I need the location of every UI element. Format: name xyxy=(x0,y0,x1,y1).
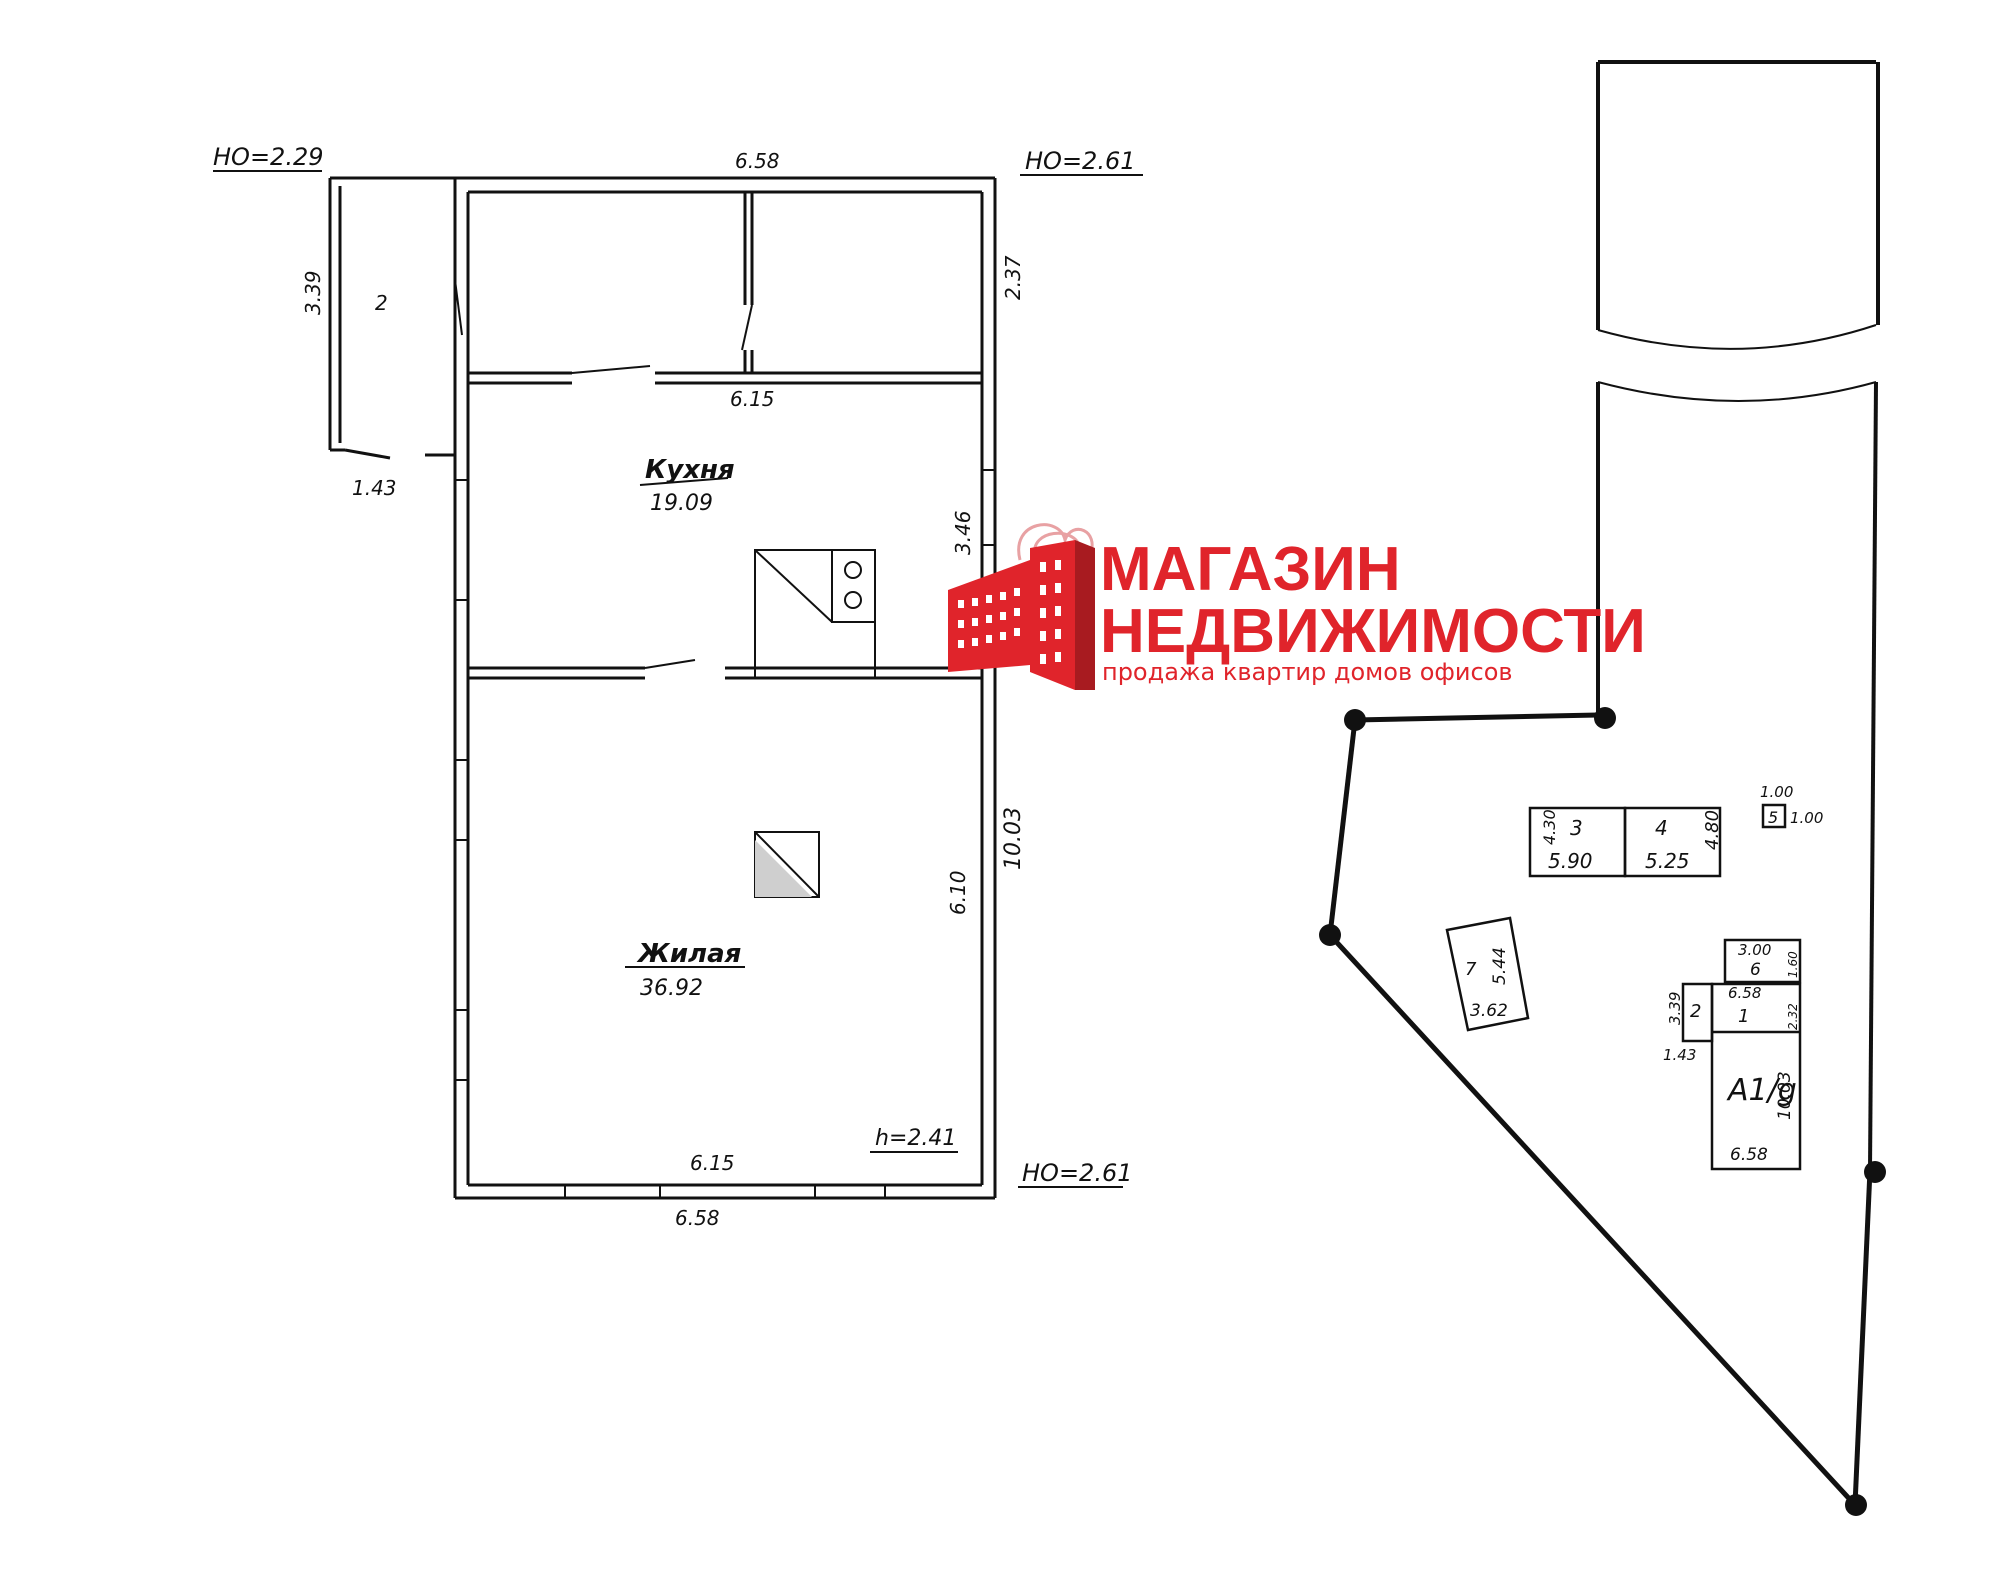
porch-walls xyxy=(328,176,455,460)
dim-living-right-inner: 6.10 xyxy=(946,870,970,915)
chimney xyxy=(754,831,820,898)
room-living-area: 36.92 xyxy=(640,976,703,1001)
room-kitchen-area: 19.09 xyxy=(650,491,713,516)
ceiling-height: h=2.41 xyxy=(875,1126,956,1151)
b5-number: 5 xyxy=(1768,808,1778,827)
house-label: А1/g xyxy=(1726,1073,1797,1108)
boundary-points xyxy=(1319,707,1886,1516)
level-bottom-right: НО=2.61 xyxy=(1022,1159,1132,1187)
level-leaders xyxy=(213,170,1143,1188)
room-living-name: Жилая xyxy=(636,939,741,969)
b6-top: 3.00 xyxy=(1738,941,1771,959)
porch-number: 2 xyxy=(375,291,388,315)
b6-side: 1.60 xyxy=(1786,951,1800,978)
house-number-1: 1 xyxy=(1738,1006,1749,1027)
porch-site-width: 1.43 xyxy=(1663,1046,1696,1064)
building-4 xyxy=(1623,806,1722,878)
road-break xyxy=(1597,324,1877,402)
doors xyxy=(454,279,753,669)
logo-windows xyxy=(958,560,1061,664)
main-house xyxy=(1710,982,1802,1171)
building-7 xyxy=(1445,916,1530,1032)
dim-kitchen-right: 3.46 xyxy=(951,510,975,555)
building-6 xyxy=(1723,938,1802,984)
dim-porch-height: 3.39 xyxy=(301,270,325,315)
interior-walls xyxy=(468,192,982,680)
floor-plan xyxy=(213,170,1143,1200)
b5-side: 1.00 xyxy=(1790,809,1823,827)
house-bottom: 6.58 xyxy=(1730,1145,1768,1165)
b4-number: 4 xyxy=(1655,816,1668,840)
outbuildings xyxy=(1445,803,1802,1171)
b5-top: 1.00 xyxy=(1760,783,1793,801)
house-length: 10.03 xyxy=(1775,1071,1795,1120)
b4-height: 4.80 xyxy=(1702,810,1723,850)
logo-line-1: МАГАЗИН xyxy=(1100,535,1401,604)
dim-kitchen-wall: 6.15 xyxy=(730,387,775,411)
dim-top-width: 6.58 xyxy=(735,149,780,173)
logo-tagline: продажа квартир домов офисов xyxy=(1102,658,1513,686)
dim-right-upper: 2.37 xyxy=(1001,255,1025,300)
house-top: 6.58 xyxy=(1728,984,1761,1002)
dim-total-right: 10.03 xyxy=(1001,807,1026,870)
plot-boundary xyxy=(1327,712,1873,1507)
dim-bottom-width: 6.58 xyxy=(675,1206,720,1230)
outer-walls xyxy=(453,176,997,1200)
building-logo-icon xyxy=(948,523,1095,690)
dim-living-bottom-inner: 6.15 xyxy=(690,1151,735,1175)
b3-width: 5.90 xyxy=(1548,849,1593,873)
house-upper-side: 2.32 xyxy=(1786,1003,1800,1030)
porch-site xyxy=(1681,982,1714,1043)
b7-width: 3.62 xyxy=(1470,1001,1508,1021)
porch-site-height: 3.39 xyxy=(1666,992,1684,1025)
windows xyxy=(455,469,995,1198)
b3-height: 4.30 xyxy=(1540,809,1559,845)
level-top-right: НО=2.61 xyxy=(1025,147,1135,175)
site-plan-labels: 3 4.30 5.90 4 5.25 4.80 5 1.00 1.00 7 5.… xyxy=(1465,783,1823,1165)
floor-plan-labels: НО=2.29 НО=2.61 НО=2.61 6.58 3.39 2 1.43… xyxy=(213,143,1135,1230)
logo-line-2: НЕДВИЖИМОСТИ xyxy=(1100,597,1646,666)
b7-number: 7 xyxy=(1465,959,1477,980)
building-5 xyxy=(1761,803,1787,829)
road xyxy=(1596,60,1880,1171)
level-top-left: НО=2.29 xyxy=(213,143,323,171)
brand-logo: МАГАЗИН НЕДВИЖИМОСТИ продажа квартир дом… xyxy=(948,523,1646,690)
site-plan xyxy=(1319,60,1886,1516)
room-kitchen-name: Кухня xyxy=(645,455,735,485)
b6-number: 6 xyxy=(1750,960,1761,980)
b3-number: 3 xyxy=(1570,816,1583,840)
stove xyxy=(754,549,876,679)
porch-site-number: 2 xyxy=(1690,1001,1701,1022)
b7-height: 5.44 xyxy=(1490,947,1510,985)
dim-porch-width: 1.43 xyxy=(352,476,397,500)
b4-width: 5.25 xyxy=(1645,849,1690,873)
